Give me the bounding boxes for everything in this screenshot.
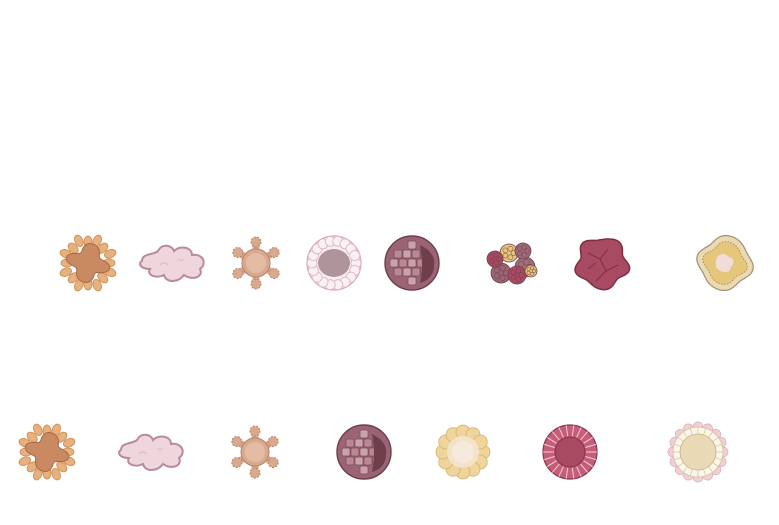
yellow-cyst-organoid-icon [696, 235, 754, 291]
spiky-orange-organoid-icon [59, 234, 117, 292]
crimson-ring-organoid-icon [542, 424, 598, 480]
row-2 [18, 421, 729, 483]
mauve-cell-sphere-organoid-icon [336, 424, 392, 480]
ring-pink-organoid-icon [306, 235, 362, 291]
berry-cluster-organoid-icon [486, 242, 538, 285]
mauve-cell-sphere-organoid-icon [384, 235, 440, 291]
solid-crimson-organoid-icon [574, 238, 631, 291]
spiky-orange-organoid-icon [18, 423, 76, 481]
row-1 [59, 234, 754, 292]
pink-blob-organoid-icon [118, 433, 184, 471]
pink-blob-organoid-icon [139, 244, 205, 282]
budding-tan-organoid-icon [231, 425, 279, 479]
cream-flower-organoid-icon [435, 424, 491, 480]
budding-tan-organoid-icon [232, 236, 280, 290]
beige-ring-organoid-icon [667, 421, 729, 483]
